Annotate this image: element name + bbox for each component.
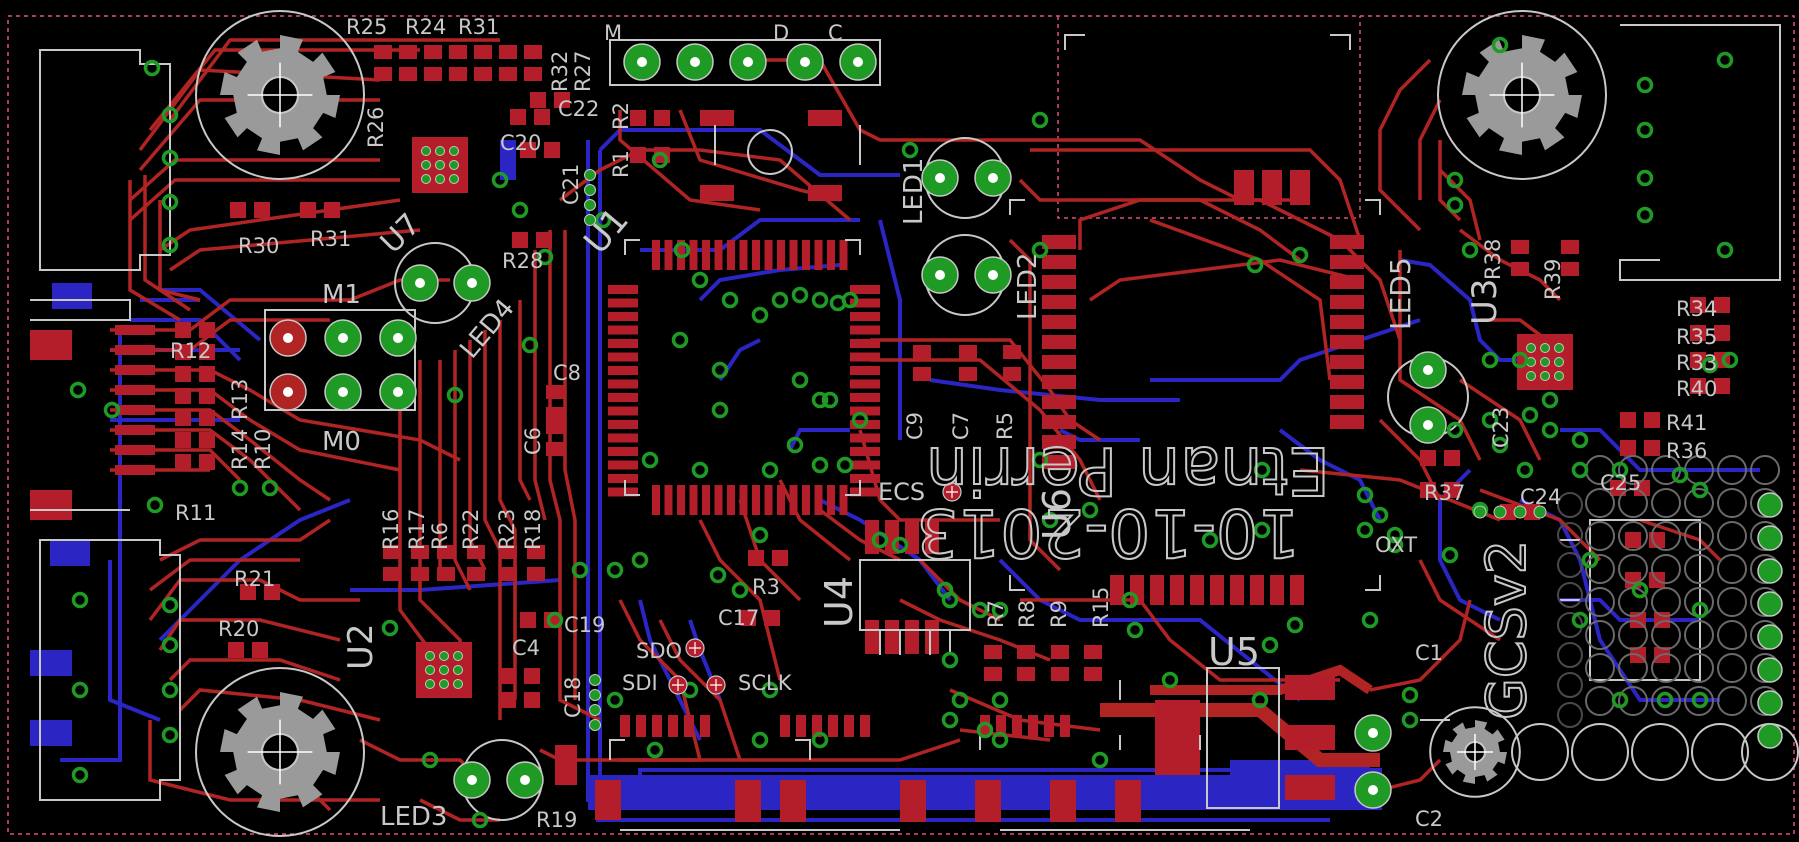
label-m0: M0 <box>322 427 361 457</box>
label-r10: R10 <box>251 429 275 470</box>
label-u6: U6 <box>1035 488 1079 540</box>
label-r24: R24 <box>405 15 446 39</box>
header-ring-group <box>1557 455 1783 749</box>
led-driver-pads <box>555 110 1364 822</box>
label-m1: M1 <box>322 280 361 310</box>
label-c2: C2 <box>1415 807 1443 831</box>
via-group <box>69 36 1739 829</box>
label-r18: R18 <box>521 509 545 550</box>
label-r16: R16 <box>379 509 403 550</box>
label-r7: R7 <box>984 600 1008 628</box>
label-r14: R14 <box>228 429 252 470</box>
label-sclk: SCLK <box>738 671 793 695</box>
u5-pad-2 <box>1285 775 1335 800</box>
th-pad-group <box>269 43 1447 809</box>
label-r15: R15 <box>1089 587 1113 628</box>
label-led2: LED2 <box>1013 253 1043 320</box>
label-r25: R25 <box>346 15 387 39</box>
label-r40: R40 <box>1676 377 1717 401</box>
label-c23: C23 <box>1489 407 1513 448</box>
label-r31: R31 <box>458 15 499 39</box>
label-c: C <box>828 21 843 45</box>
label-u3: U3 <box>1465 278 1505 325</box>
label-r35: R35 <box>1676 325 1717 349</box>
label-c22: C22 <box>558 97 599 121</box>
label-c6: C6 <box>521 427 545 455</box>
label-d: D <box>773 21 789 45</box>
label-r20: R20 <box>218 617 259 641</box>
u5-pad-1 <box>1285 675 1335 700</box>
label-r19: R19 <box>536 808 577 832</box>
date-text: 10-10-2013 <box>916 494 1300 571</box>
label-r12: R12 <box>170 339 211 363</box>
label-led3: LED3 <box>380 802 447 832</box>
label-r32: R32 <box>548 51 572 92</box>
component-label-group: R25 R24 R31 R32 R27 R26 C20 C22 C21 R2 R… <box>170 15 1717 832</box>
label-r30: R30 <box>238 234 279 258</box>
label-c20: C20 <box>500 131 541 155</box>
u5-pad-3 <box>1285 725 1335 750</box>
label-r37: R37 <box>1424 481 1465 505</box>
label-c9: C9 <box>903 412 927 440</box>
label-c24: C24 <box>1520 485 1561 509</box>
label-r5: R5 <box>993 412 1017 440</box>
label-r3: R3 <box>752 575 780 599</box>
label-u4: U4 <box>817 576 861 628</box>
label-led1: LED1 <box>899 158 929 225</box>
label-r13: R13 <box>228 379 252 420</box>
label-ecs: ECS <box>878 478 925 506</box>
label-r33: R33 <box>1676 351 1717 375</box>
label-sdi: SDI <box>622 671 658 695</box>
label-r38: R38 <box>1481 239 1505 280</box>
bottom-pour-bar <box>500 140 516 180</box>
label-c1: C1 <box>1415 641 1443 665</box>
label-r36: R36 <box>1666 439 1707 463</box>
label-r39: R39 <box>1541 259 1565 300</box>
label-r22: R22 <box>459 509 483 550</box>
author-text: Etnan Perrin <box>926 432 1330 509</box>
board-credit: Etnan Perrin 10-10-2013 <box>915 431 1331 572</box>
label-r9: R9 <box>1047 600 1071 628</box>
conn-pad-left-a <box>30 330 72 360</box>
label-c19: C19 <box>564 613 605 637</box>
label-r31b: R31 <box>310 227 351 251</box>
label-u5: U5 <box>1208 630 1260 674</box>
label-r17: R17 <box>405 509 429 550</box>
label-r1: R1 <box>609 150 633 178</box>
label-r27: R27 <box>571 51 595 92</box>
label-c25: C25 <box>1600 471 1641 495</box>
label-r26: R26 <box>364 107 388 148</box>
bottom-pad-left-1 <box>52 283 92 309</box>
label-r8: R8 <box>1015 600 1039 628</box>
label-led5: LED5 <box>1384 257 1417 330</box>
label-c21: C21 <box>559 164 583 205</box>
label-r34: R34 <box>1676 297 1717 321</box>
label-c18: C18 <box>561 677 585 718</box>
label-r41: R41 <box>1666 411 1707 435</box>
label-r23: R23 <box>495 509 519 550</box>
version-text: GCSv2 <box>1475 540 1538 720</box>
bottom-pad-left-2 <box>50 540 90 566</box>
gear-logo-group <box>195 10 1607 837</box>
label-c17: C17 <box>718 606 759 630</box>
keepout-outline <box>1057 16 1361 219</box>
board-outline <box>7 15 1795 835</box>
label-oxt: OXT <box>1375 533 1417 557</box>
label-r6: R6 <box>428 522 452 550</box>
label-c8: C8 <box>553 361 581 385</box>
bottom-pad-left-3 <box>30 650 72 676</box>
label-sdo: SDO <box>636 639 682 663</box>
label-r28: R28 <box>502 249 543 273</box>
conn-pad-left-b <box>30 490 72 520</box>
label-r2: R2 <box>609 102 633 130</box>
label-r11: R11 <box>175 501 216 525</box>
u5-tab-pad <box>1155 700 1200 775</box>
bottom-pad-left-4 <box>30 720 72 746</box>
label-c4: C4 <box>512 636 540 660</box>
label-r21: R21 <box>234 567 275 591</box>
label-u2: U2 <box>341 623 381 670</box>
label-m: M <box>604 21 622 45</box>
label-c7: C7 <box>949 412 973 440</box>
